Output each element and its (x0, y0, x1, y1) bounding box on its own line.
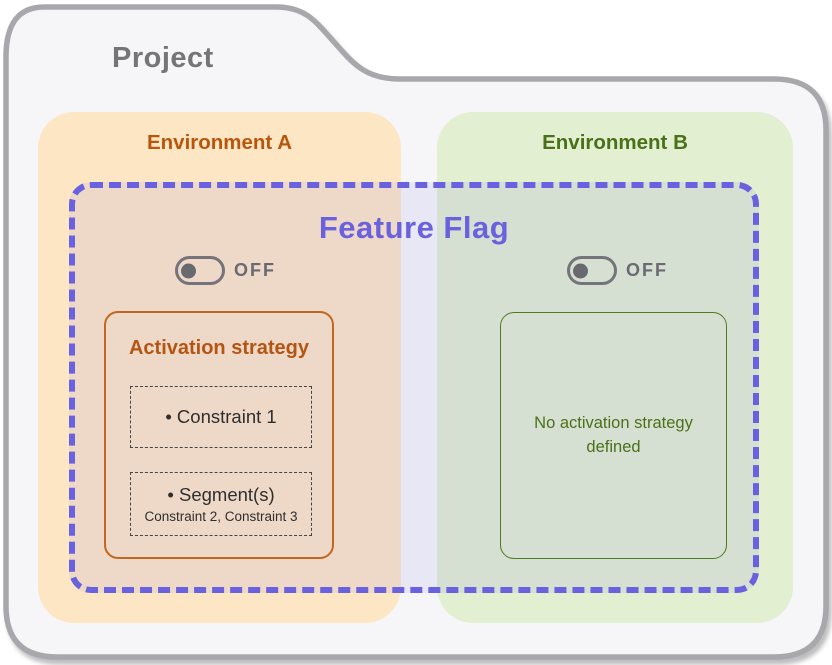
segment-item: • Segment(s) Constraint 2, Constraint 3 (130, 472, 312, 536)
environment-a-panel (38, 112, 401, 623)
project-title: Project (112, 42, 214, 74)
toggle-state-label: OFF (234, 260, 276, 280)
environment-a-toggle-group: OFF (175, 256, 276, 285)
environment-b-panel (437, 112, 793, 623)
activation-strategy-title: Activation strategy (128, 337, 310, 359)
environment-a-title: Environment A (146, 131, 293, 154)
toggle-off-switch-env-b[interactable] (567, 256, 617, 285)
environment-b-title: Environment B (542, 131, 688, 154)
environment-b-toggle-group: OFF (567, 256, 668, 285)
toggle-state-label: OFF (626, 260, 668, 280)
constraint-label: • Constraint 1 (165, 406, 277, 427)
feature-flag-region (69, 182, 759, 593)
feature-flag-title: Feature Flag (318, 210, 510, 245)
toggle-knob-icon (181, 263, 196, 278)
segment-label: • Segment(s) (167, 484, 275, 505)
toggle-off-switch-env-a[interactable] (175, 256, 225, 285)
activation-strategy-card: Activation strategy • Constraint 1 • Seg… (104, 311, 334, 559)
no-strategy-card: No activation strategy defined (500, 312, 727, 559)
constraint-item: • Constraint 1 (130, 386, 312, 448)
no-strategy-text: No activation strategy defined (534, 413, 693, 456)
segment-constraints-label: Constraint 2, Constraint 3 (144, 509, 298, 524)
toggle-knob-icon (573, 263, 588, 278)
